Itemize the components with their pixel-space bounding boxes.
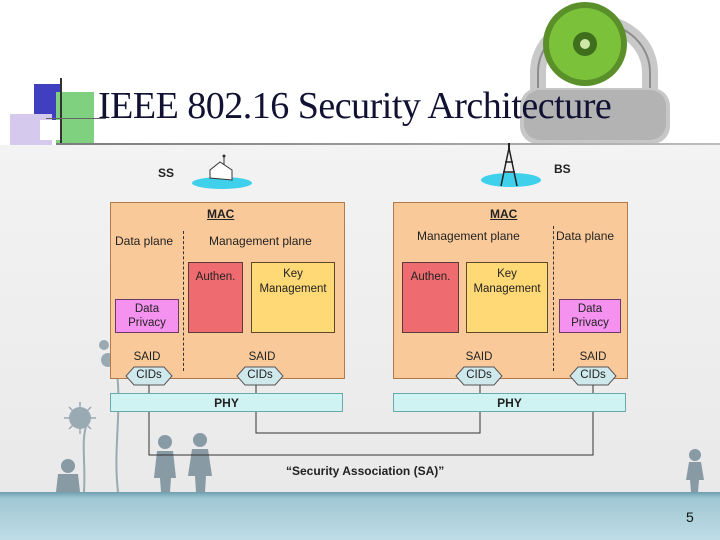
bs-privacy-label-line2: Privacy: [571, 317, 609, 329]
ss-said-left: SAID: [133, 351, 161, 363]
ss-data-privacy-box: Data Privacy: [115, 299, 179, 333]
ss-management-plane-label: Management plane: [209, 234, 312, 248]
security-association-caption: “Security Association (SA)”: [286, 464, 445, 478]
bs-key-label-line1: Key: [497, 268, 517, 280]
ss-cids-right: CIDs: [247, 369, 273, 381]
title-horizontal-tick: [46, 118, 106, 119]
title-underline: [56, 143, 720, 145]
bs-data-plane-label: Data plane: [556, 229, 615, 243]
bs-privacy-label-line1: Data: [577, 303, 603, 315]
ground-strip: [0, 492, 720, 540]
bs-said-left: SAID: [465, 351, 493, 363]
bs-label: BS: [554, 162, 571, 176]
bs-cids-left: CIDs: [466, 369, 492, 381]
bs-management-plane-label: Management plane: [417, 229, 520, 243]
ss-plane-divider: [183, 231, 184, 371]
page-number: 5: [686, 509, 694, 525]
ss-privacy-label-line2: Privacy: [128, 317, 166, 329]
ss-phy-label: PHY: [214, 396, 239, 410]
bs-cids-right: CIDs: [580, 369, 606, 381]
ss-mac-label: MAC: [207, 207, 235, 221]
slide-title: IEEE 802.16 Security Architecture: [98, 85, 612, 127]
bs-authen-label: Authen.: [410, 271, 451, 283]
ss-authen-box: Authen.: [188, 262, 243, 333]
bs-mac-label: MAC: [490, 207, 518, 221]
bs-plane-divider: [553, 226, 554, 371]
ss-key-label-line1: Key: [283, 268, 303, 280]
bs-key-label-line2: Management: [473, 283, 541, 295]
bs-data-privacy-box: Data Privacy: [559, 299, 621, 333]
bs-authen-box: Authen.: [402, 262, 459, 333]
ss-label: SS: [158, 166, 175, 180]
ss-cids-left: CIDs: [136, 369, 162, 381]
deco-square-green: [56, 92, 94, 148]
ss-authen-label: Authen.: [195, 271, 236, 283]
ss-phy-bar: PHY: [110, 393, 343, 412]
ss-key-label-line2: Management: [259, 283, 327, 295]
bs-key-management-box: Key Management: [466, 262, 548, 333]
ss-privacy-label-line1: Data: [134, 303, 160, 315]
bs-said-right: SAID: [579, 351, 607, 363]
bs-phy-bar: PHY: [393, 393, 626, 412]
ss-data-plane-label: Data plane: [115, 234, 174, 248]
ss-said-right: SAID: [248, 351, 276, 363]
bs-phy-label: PHY: [497, 396, 522, 410]
ss-key-management-box: Key Management: [251, 262, 335, 333]
deco-square-white: [40, 120, 62, 140]
